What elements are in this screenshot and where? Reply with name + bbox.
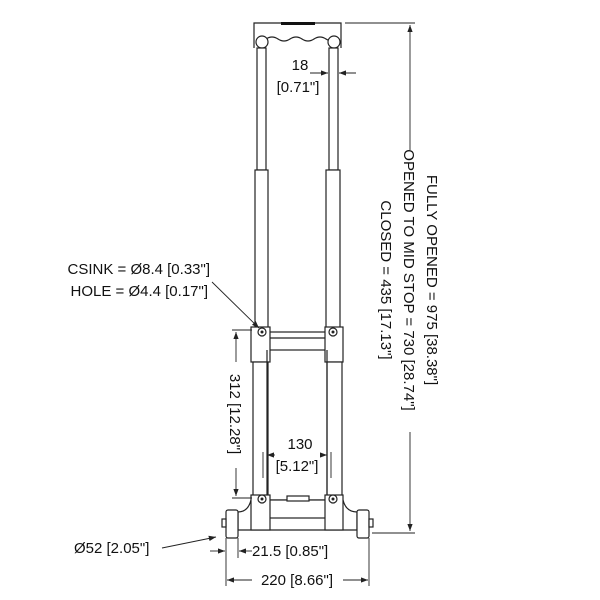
mid-stop-label: OPENED TO MID STOP = 730 [28.74"] [400, 149, 417, 410]
inner-width-imperial: [5.12"] [276, 458, 319, 475]
handle [253, 22, 342, 49]
wheel-diameter-label: Ø52 [2.05"] [74, 540, 149, 557]
wheel-width-dimension: 21.5 [0.85"] [210, 538, 328, 586]
wheels [221, 509, 374, 539]
tube-width-dimension: 18 [0.71"] [277, 57, 356, 96]
upper-bracket [250, 326, 344, 363]
height-dimension: FULLY OPENED = 975 [38.38"] OPENED TO MI… [345, 22, 440, 534]
hole-label: HOLE = Ø4.4 [0.17"] [71, 283, 208, 300]
csink-label: CSINK = Ø8.4 [0.33"] [68, 261, 210, 278]
frame-height-label: 312 [12.28"] [226, 374, 243, 454]
telescopic-tubes [254, 47, 341, 329]
wheel-width-label: 21.5 [0.85"] [252, 543, 328, 560]
closed-label: CLOSED = 435 [17.13"] [377, 200, 394, 359]
wheel-diameter-callout: Ø52 [2.05"] [74, 535, 217, 557]
frame-height-dimension: 312 [12.28"] [226, 329, 252, 499]
tube-width-imperial: [0.71"] [277, 79, 320, 96]
inner-width-dimension: 130 [5.12"] [262, 436, 332, 478]
lower-frame [252, 350, 343, 498]
hole-callout: CSINK = Ø8.4 [0.33"] HOLE = Ø4.4 [0.17"] [68, 261, 260, 329]
inner-width-value: 130 [287, 436, 312, 453]
overall-width-label: 220 [8.66"] [261, 572, 333, 589]
fully-opened-label: FULLY OPENED = 975 [38.38"] [423, 175, 440, 385]
tube-width-value: 18 [292, 57, 309, 74]
overall-width-dimension: 220 [8.66"] [227, 538, 370, 589]
base [237, 494, 358, 531]
